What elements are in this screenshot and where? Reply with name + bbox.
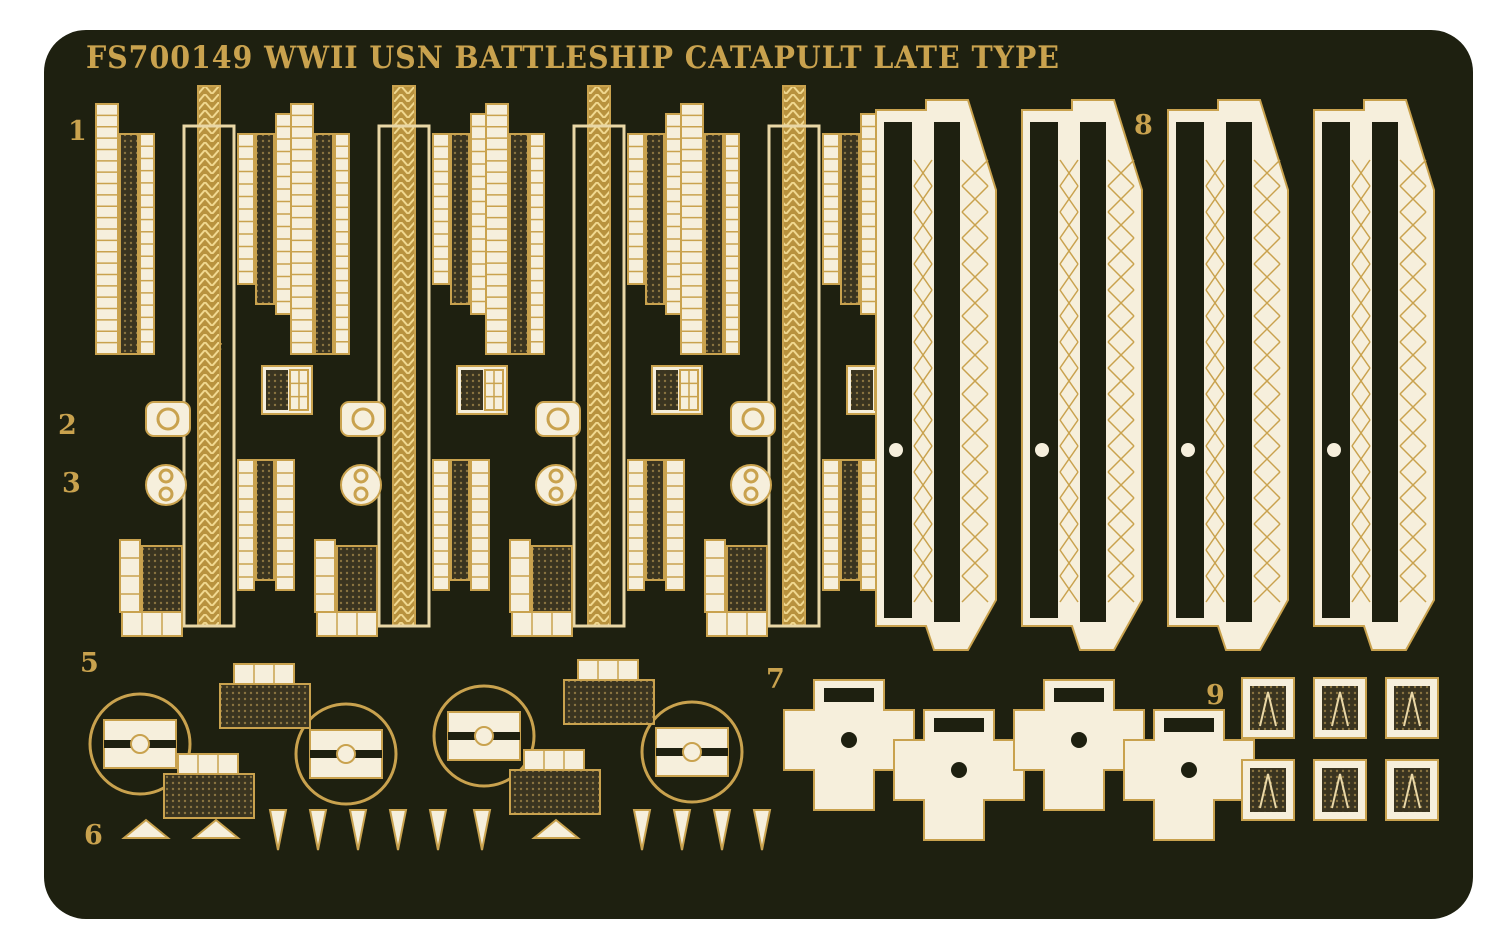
triangle-bracket-1: [121, 818, 171, 839]
mounting-plate-2: [893, 709, 1025, 841]
frame-part-6: [1385, 759, 1439, 821]
bracket-3: [348, 809, 368, 851]
part-number-6: 6: [84, 820, 103, 851]
part-number-3: 3: [62, 468, 81, 499]
turntable-disc-4: [640, 700, 744, 804]
bracket-6: [472, 809, 492, 851]
platform-section-3: [163, 753, 255, 819]
catapult-deck-3: [485, 85, 705, 637]
bracket-7: [632, 809, 652, 851]
photo-etch-fret: FS700149 WWII USN BATTLESHIP CATAPULT LA…: [44, 30, 1473, 919]
turntable-disc-2: [294, 702, 398, 806]
part-number-1: 1: [68, 116, 87, 147]
frame-part-5: [1313, 759, 1367, 821]
catapult-rail-3: [1167, 99, 1289, 651]
bracket-9: [712, 809, 732, 851]
platform-section-4: [509, 749, 601, 815]
triangle-bracket-2: [191, 818, 241, 839]
etched-parts-layer: [88, 85, 1439, 851]
catapult-deck-4: [680, 85, 900, 637]
frame-part-3: [1385, 677, 1439, 739]
frame-part-2: [1313, 677, 1367, 739]
catapult-rail-4: [1313, 99, 1435, 651]
bracket-5: [428, 809, 448, 851]
mounting-plate-3: [1013, 679, 1145, 811]
mounting-plate-4: [1123, 709, 1255, 841]
part-number-2: 2: [58, 410, 77, 441]
turntable-disc-1: [88, 692, 192, 796]
catapult-deck-2: [290, 85, 510, 637]
bracket-10: [752, 809, 772, 851]
platform-section-1: [219, 663, 311, 729]
catapult-rail-1: [875, 99, 997, 651]
bracket-2: [308, 809, 328, 851]
platform-section-2: [563, 659, 655, 725]
part-number-8: 8: [1134, 110, 1153, 141]
frame-part-1: [1241, 677, 1295, 739]
turntable-disc-3: [432, 684, 536, 788]
catapult-rail-2: [1021, 99, 1143, 651]
frame-part-4: [1241, 759, 1295, 821]
bracket-4: [388, 809, 408, 851]
catapult-deck-1: [95, 85, 315, 637]
bracket-8: [672, 809, 692, 851]
triangle-bracket-3: [531, 818, 581, 839]
part-number-9: 9: [1206, 680, 1225, 711]
mounting-plate-1: [783, 679, 915, 811]
part-number-5: 5: [80, 648, 99, 679]
fret-title: FS700149 WWII USN BATTLESHIP CATAPULT LA…: [86, 40, 1060, 76]
bracket-1: [268, 809, 288, 851]
part-number-7: 7: [766, 664, 785, 695]
